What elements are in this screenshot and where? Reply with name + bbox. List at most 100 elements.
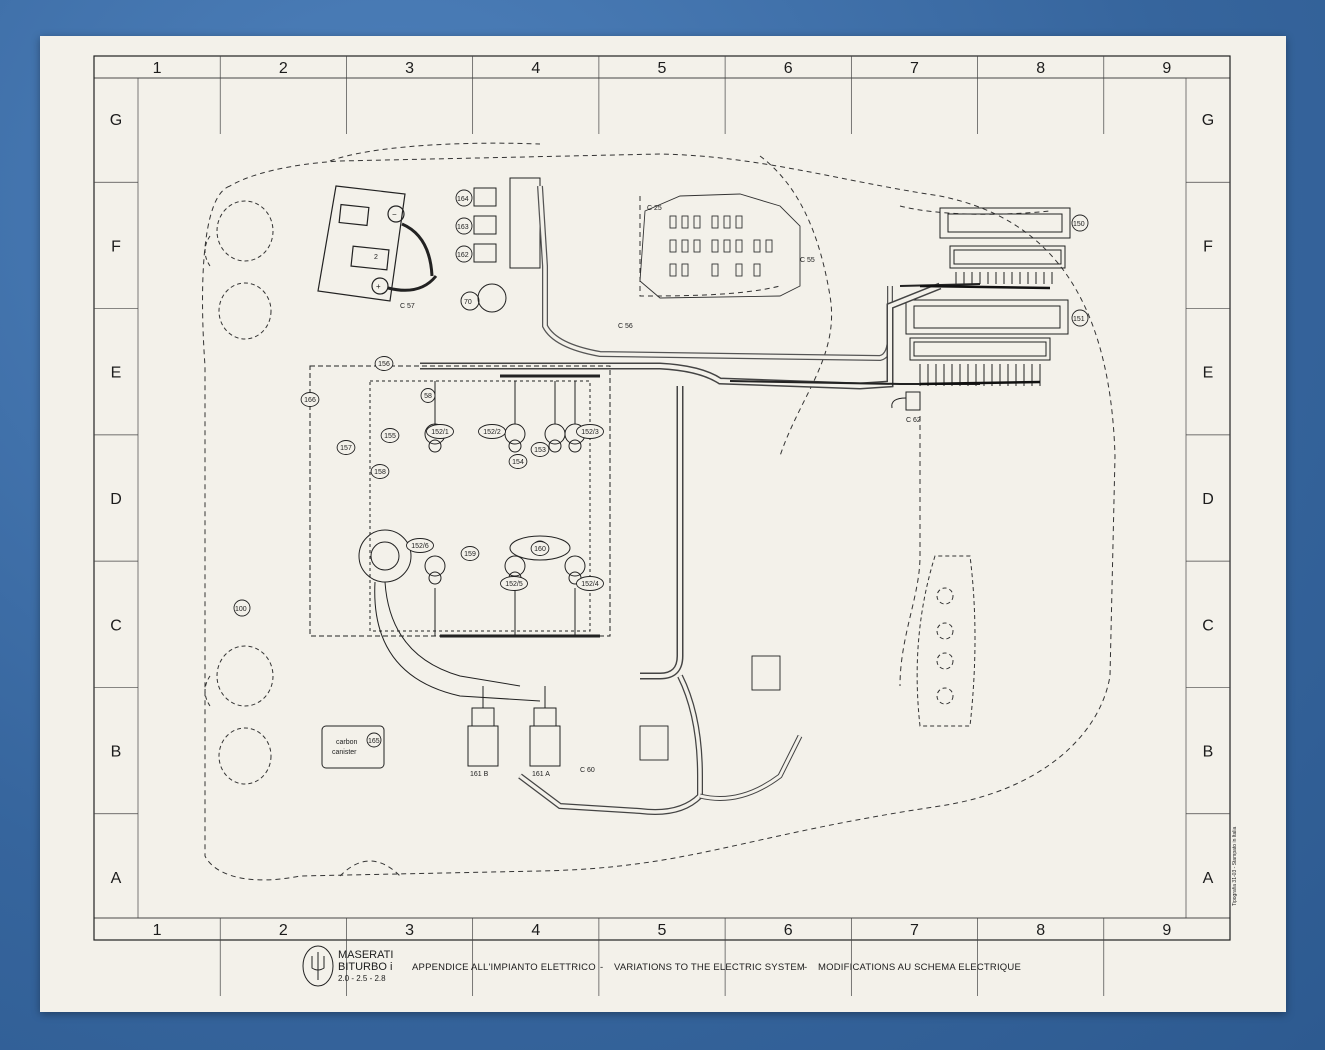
component-badge xyxy=(300,392,320,407)
grid-col-label-bottom-3: 3 xyxy=(405,922,414,939)
grid-col-label-top-7: 7 xyxy=(910,60,919,77)
ecu-wire-a xyxy=(919,284,1051,290)
headlight-cluster-front xyxy=(204,200,274,785)
component-157-label: 157 xyxy=(340,445,352,452)
grid-row-label-right-B: B xyxy=(1203,744,1214,761)
grid-row-label-right-E: E xyxy=(1203,365,1214,382)
grid-col-label-top-2: 2 xyxy=(279,60,288,77)
grid-column-labels-top: 1 2 3 4 5 6 7 8 9 xyxy=(153,60,1172,77)
component-badge xyxy=(530,442,550,457)
component-100-label: 100 xyxy=(235,606,247,613)
component-c62-label: C 62 xyxy=(906,417,921,424)
battery-plus: + xyxy=(376,282,381,291)
component-badge xyxy=(576,576,604,591)
diagram-frame xyxy=(93,55,1231,941)
grid-col-label-bottom-1: 1 xyxy=(153,922,162,939)
component-152_6-label: 152/6 xyxy=(411,543,429,550)
grid-col-label-bottom-5: 5 xyxy=(658,922,667,939)
component-badge xyxy=(426,424,454,439)
component-badge xyxy=(478,424,506,439)
component-58-label: 58 xyxy=(424,393,432,400)
component-c57-label: C 57 xyxy=(400,303,415,310)
grid-col-label-bottom-6: 6 xyxy=(784,922,793,939)
grid-col-label-bottom-7: 7 xyxy=(910,922,919,939)
component-70-label: 70 xyxy=(464,299,472,306)
component-70 xyxy=(460,283,507,313)
grid-row-label-left-G: G xyxy=(110,112,122,129)
component-c60-label: C 60 xyxy=(580,767,595,774)
grid-col-label-top-8: 8 xyxy=(1036,60,1045,77)
grid-row-label-left-A: A xyxy=(111,870,122,887)
component-badge xyxy=(336,440,356,455)
component-badge xyxy=(508,454,528,469)
component-158-label: 158 xyxy=(374,469,386,476)
grid-row-label-left-F: F xyxy=(111,238,121,255)
grid-row-label-right-G: G xyxy=(1202,112,1214,129)
grid-col-label-bottom-8: 8 xyxy=(1036,922,1045,939)
grid-col-label-top-4: 4 xyxy=(531,60,540,77)
grid-col-label-bottom-9: 9 xyxy=(1162,922,1171,939)
component-badge xyxy=(530,541,550,556)
print-code: Tipografia 31-03 - Stampato in Italia xyxy=(1232,826,1238,906)
component-153-label: 153 xyxy=(534,447,546,454)
component-152_1-label: 152/1 xyxy=(431,429,449,436)
grid-col-label-bottom-4: 4 xyxy=(531,922,540,939)
component-163-label: 163 xyxy=(457,224,469,231)
canister-line1: carbon xyxy=(336,739,358,746)
fuse-box-top xyxy=(639,193,801,299)
brand-versions: 2.0 - 2.5 - 2.8 xyxy=(338,974,386,983)
component-162-label: 162 xyxy=(457,252,469,259)
component-c55-label: C 55 xyxy=(800,257,815,264)
grid-row-label-right-C: C xyxy=(1202,617,1214,634)
grid-row-label-left-B: B xyxy=(111,744,122,761)
component-156-label: 156 xyxy=(378,361,390,368)
component-badge xyxy=(500,576,528,591)
component-151-label: 151 xyxy=(1073,316,1085,323)
grid-inner-frame xyxy=(137,77,1187,919)
component-badge xyxy=(374,356,394,371)
component-2-label: 2 xyxy=(374,254,378,261)
component-152_3-label: 152/3 xyxy=(581,429,599,436)
component-c56-label: C 56 xyxy=(618,323,633,330)
grid-col-label-top-1: 1 xyxy=(153,60,162,77)
component-166-label: 166 xyxy=(304,397,316,404)
component-152_4-label: 152/4 xyxy=(581,581,599,588)
component-150-label: 150 xyxy=(1073,221,1085,228)
brand-model: BITURBO i xyxy=(338,961,392,973)
carbon-canister xyxy=(321,725,385,769)
main-wiring-harness xyxy=(420,282,981,815)
title-french: MODIFICATIONS AU SCHEMA ELECTRIQUE xyxy=(818,962,1021,973)
component-badge xyxy=(370,464,390,479)
canister-line2: canister xyxy=(332,749,357,756)
grid-row-label-left-E: E xyxy=(111,365,122,382)
grid-row-label-left-D: D xyxy=(110,491,122,508)
ecu-connector-150 xyxy=(939,207,1071,284)
engine-injectors xyxy=(309,365,611,638)
component-160-label: 160 xyxy=(534,546,546,553)
distributor-component xyxy=(358,529,541,702)
component-164-label: 164 xyxy=(457,196,469,203)
title-italian: APPENDICE ALL'IMPIANTO ELETTRICO xyxy=(412,962,596,973)
ecu-connector-151 xyxy=(905,299,1069,386)
grid-col-label-top-3: 3 xyxy=(405,60,414,77)
battery-minus: − xyxy=(392,210,397,219)
ignition-coils xyxy=(467,686,561,767)
grid-col-label-bottom-2: 2 xyxy=(279,922,288,939)
component-badge xyxy=(576,424,604,439)
grid-col-label-top-5: 5 xyxy=(658,60,667,77)
battery-component xyxy=(317,185,438,302)
component-badge xyxy=(460,546,480,561)
grid-col-label-top-9: 9 xyxy=(1162,60,1171,77)
grid-row-label-right-F: F xyxy=(1203,238,1213,255)
component-161b-label: 161 B xyxy=(470,771,489,778)
grid-row-label-right-A: A xyxy=(1203,870,1214,887)
car-body-outline xyxy=(202,142,1116,881)
rear-lamp-cluster xyxy=(916,555,976,727)
component-badge xyxy=(406,538,434,553)
grid-col-label-top-6: 6 xyxy=(784,60,793,77)
title-english: VARIATIONS TO THE ELECTRIC SYSTEM xyxy=(614,962,805,973)
